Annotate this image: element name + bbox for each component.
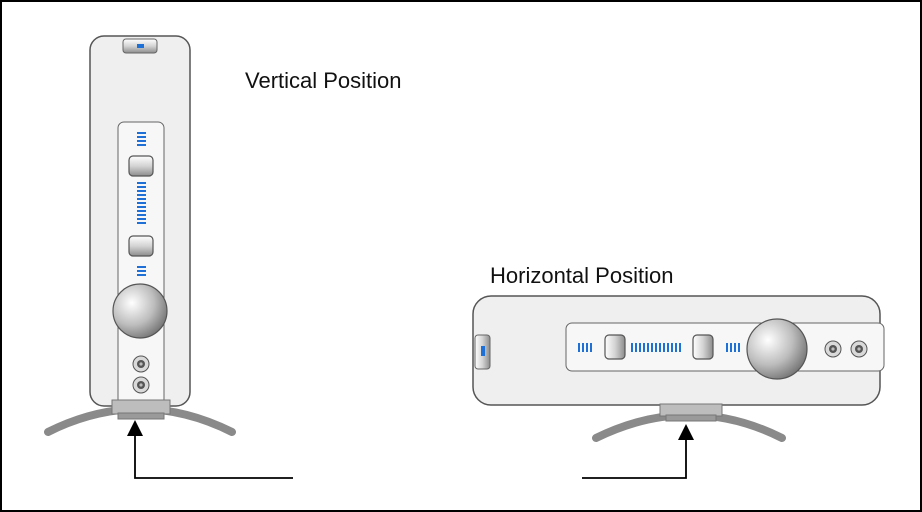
- horizontal-stand: [592, 403, 786, 442]
- vertical-knob-icon: [112, 283, 168, 339]
- vertical-device: [44, 35, 293, 479]
- horizontal-device: [472, 295, 885, 479]
- horizontal-led-meter-right-icon: [726, 343, 740, 352]
- vertical-jack-upper-icon: [132, 355, 150, 373]
- horizontal-button-right-icon: [692, 334, 714, 360]
- vertical-led-meter-top-icon: [137, 132, 146, 146]
- horizontal-arrow: [582, 438, 687, 479]
- vertical-stand: [44, 399, 236, 436]
- horizontal-arrowhead-icon: [678, 424, 694, 440]
- horizontal-knob-icon: [746, 318, 808, 380]
- horizontal-jack-right-icon: [850, 340, 868, 358]
- horizontal-position-label: Horizontal Position: [490, 263, 674, 288]
- horizontal-side-led-icon: [481, 346, 485, 356]
- horizontal-led-meter-left-icon: [578, 343, 592, 352]
- vertical-led-meter-middle-icon: [137, 182, 146, 224]
- vertical-button-lower-icon: [128, 235, 154, 257]
- vertical-arrowhead-icon: [127, 420, 143, 436]
- vertical-led-meter-bottom-icon: [137, 266, 146, 276]
- horizontal-led-meter-middle-icon: [631, 343, 681, 352]
- vertical-arrow: [134, 432, 293, 479]
- horizontal-jack-left-icon: [824, 340, 842, 358]
- vertical-jack-lower-icon: [132, 376, 150, 394]
- vertical-position-label: Vertical Position: [245, 68, 402, 93]
- vertical-button-upper-icon: [128, 155, 154, 177]
- horizontal-button-left-icon: [604, 334, 626, 360]
- vertical-top-led-icon: [137, 44, 144, 48]
